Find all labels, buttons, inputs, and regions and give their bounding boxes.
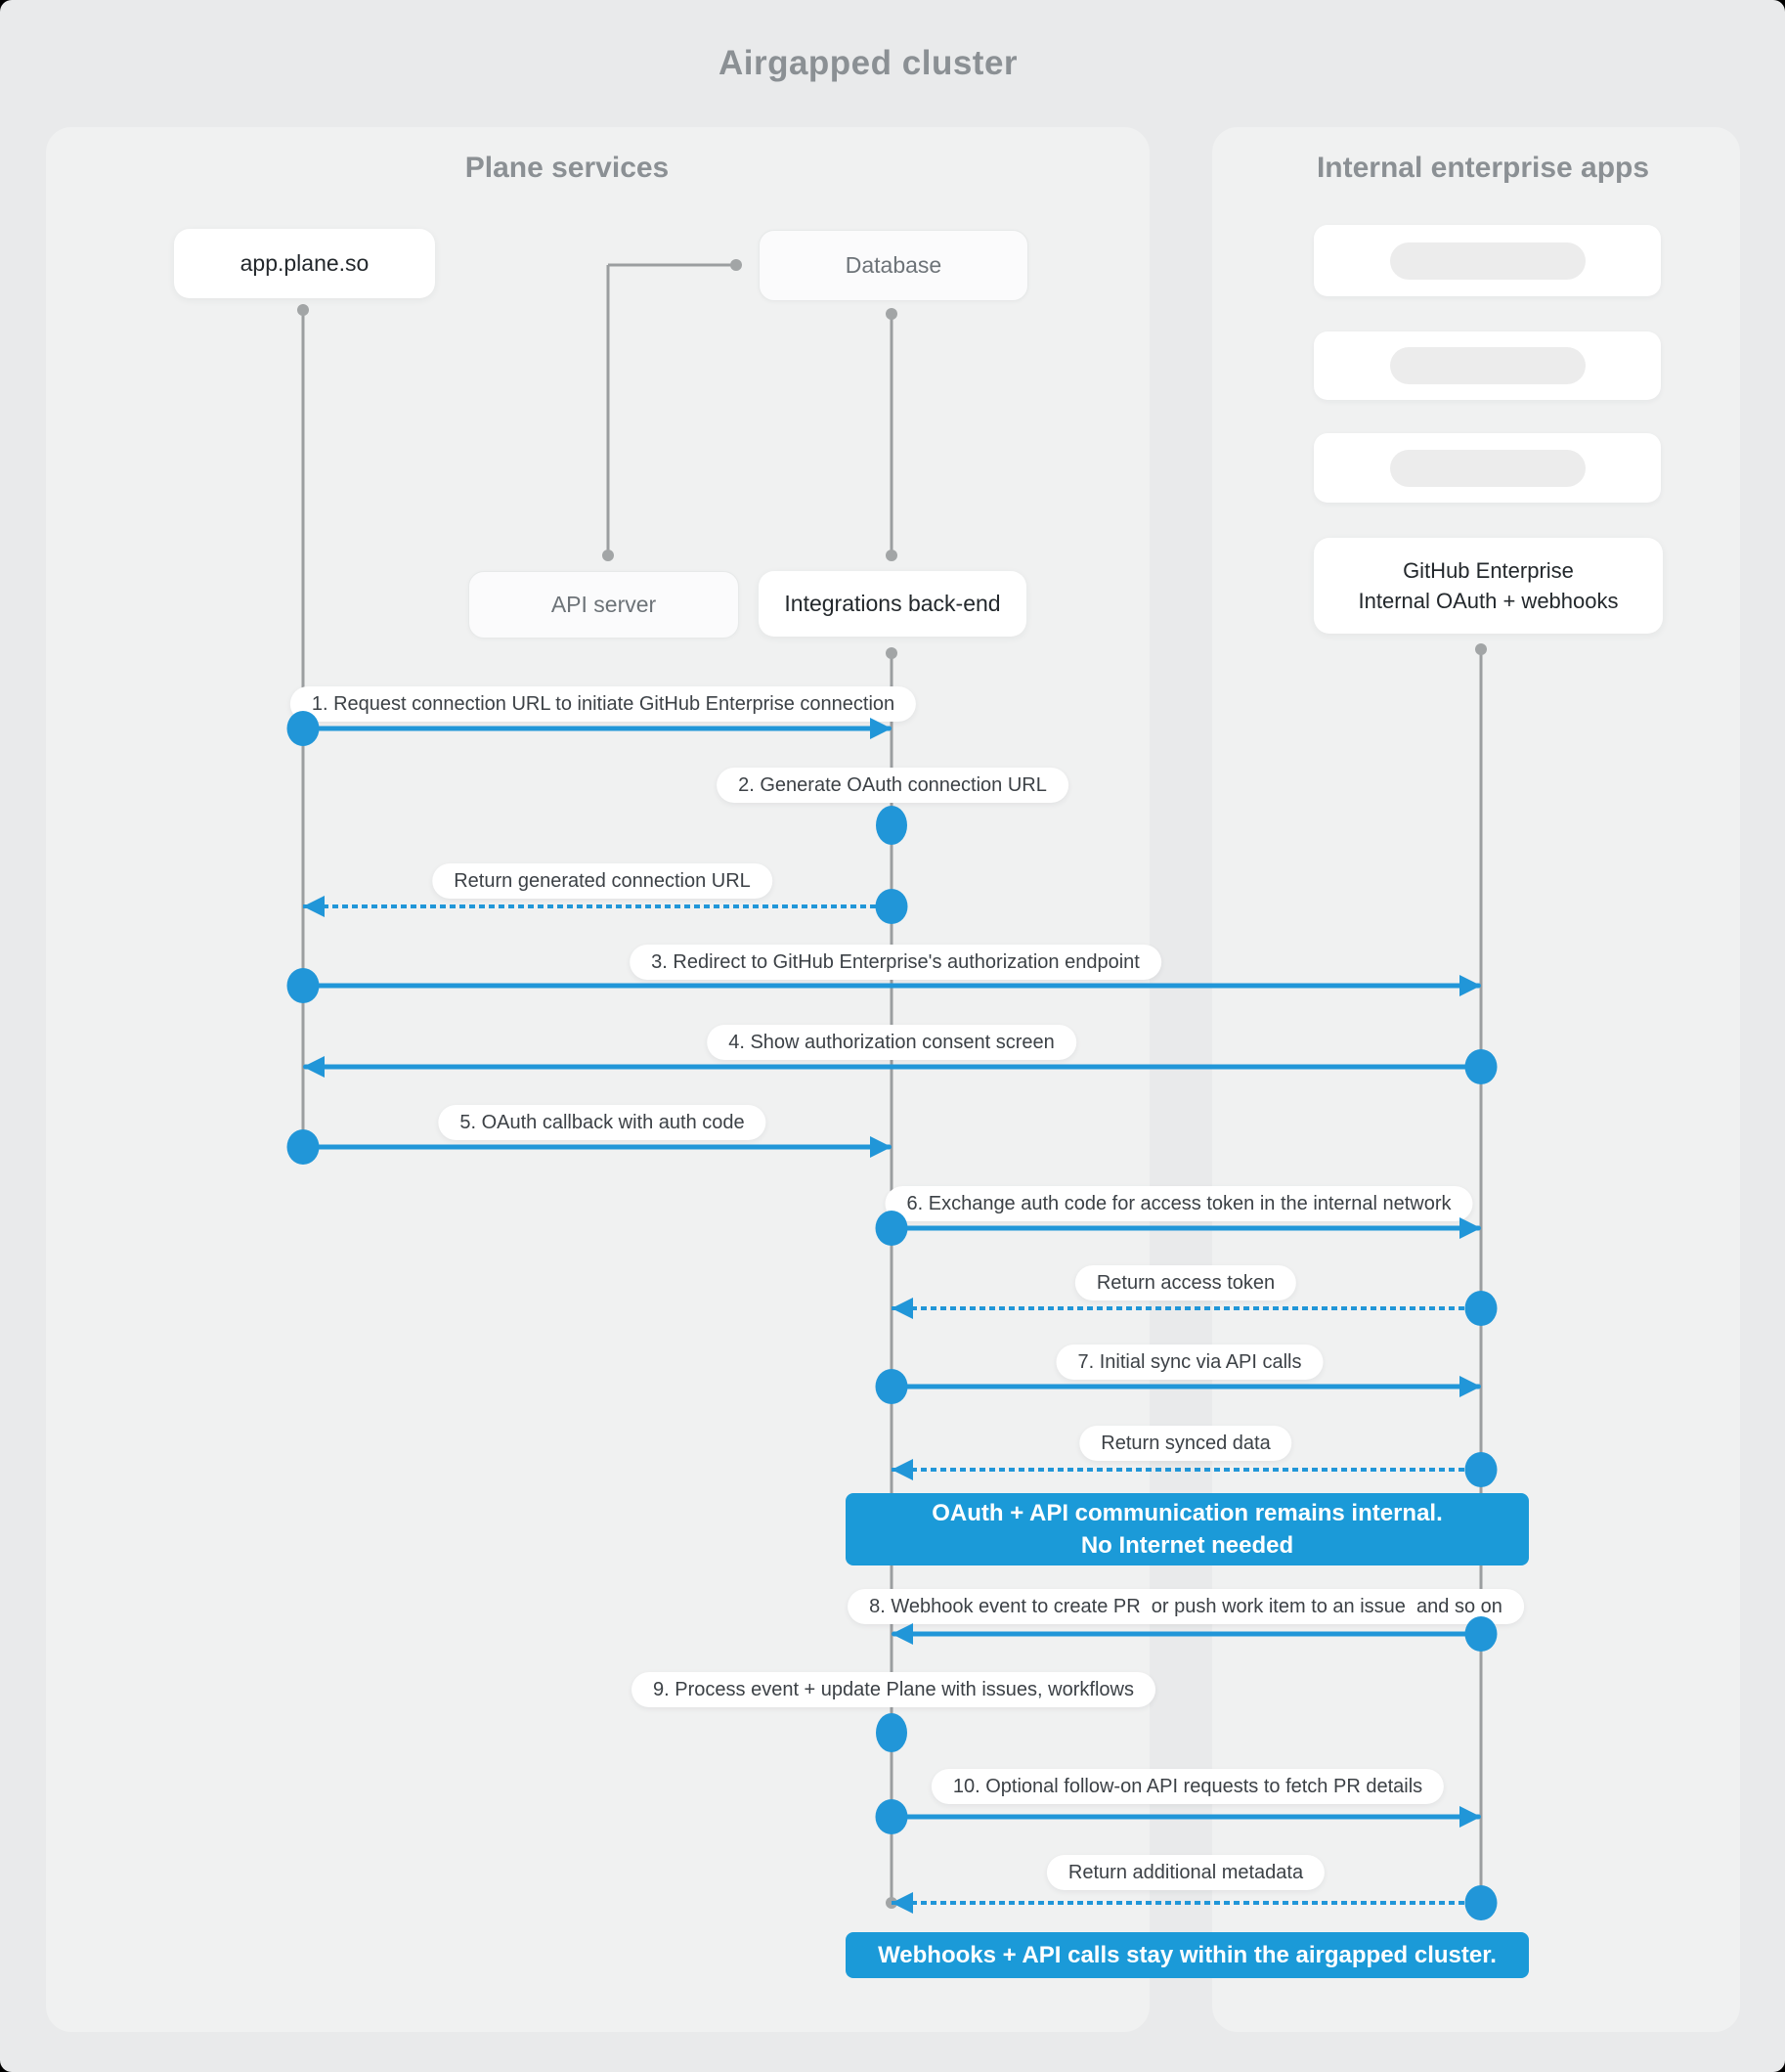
lifeline-integrations-backend <box>890 653 893 1903</box>
node-label: app.plane.so <box>239 250 370 276</box>
message-arrow <box>892 1631 1481 1637</box>
message-arrow <box>892 1306 1481 1310</box>
source-dot <box>875 1369 908 1404</box>
message-arrow <box>892 1901 1481 1905</box>
banner-line1: Webhooks + API calls stay within the air… <box>878 1942 1497 1968</box>
lifeline-end-dot <box>886 308 897 320</box>
internal-note-banner: OAuth + API communication remains intern… <box>846 1493 1529 1565</box>
node-api-server: API server <box>468 571 739 639</box>
message-arrow <box>303 726 892 731</box>
self-action-dot <box>876 1713 907 1752</box>
arrowhead-left-icon <box>892 1298 913 1319</box>
message-arrow <box>303 904 892 908</box>
arrowhead-left-icon <box>892 1623 913 1645</box>
arrowhead-left-icon <box>303 1056 325 1078</box>
lifeline-api-server <box>606 265 610 555</box>
page-title: Airgapped cluster <box>718 44 1019 82</box>
source-dot <box>286 1129 320 1165</box>
node-label: Database <box>845 252 942 278</box>
source-dot <box>286 711 320 746</box>
source-dot <box>1464 1616 1498 1652</box>
lifeline-end-dot <box>886 647 897 659</box>
lifeline-end-dot <box>1475 643 1487 655</box>
arrowhead-right-icon <box>870 1136 892 1158</box>
message-label: 9. Process event + update Plane with iss… <box>631 1672 1155 1707</box>
source-dot <box>875 1799 908 1834</box>
arrowhead-left-icon <box>892 1892 913 1914</box>
message-label: 8. Webhook event to create PR or push wo… <box>848 1589 1524 1624</box>
node-database: Database <box>759 230 1028 301</box>
node-label-line1: GitHub Enterprise <box>1403 558 1574 583</box>
plane-services-panel <box>46 127 1150 2032</box>
message-arrow <box>892 1384 1481 1389</box>
self-action-dot <box>876 806 907 845</box>
source-dot <box>1464 1049 1498 1084</box>
api-server-database-connector <box>608 263 736 267</box>
lifeline-end-dot <box>602 550 614 561</box>
message-label: 4. Show authorization consent screen <box>707 1025 1076 1060</box>
banner-line2: No Internet needed <box>1080 1532 1294 1559</box>
source-dot <box>1464 1885 1498 1920</box>
source-dot <box>875 1211 908 1246</box>
arrowhead-right-icon <box>1459 1806 1481 1828</box>
source-dot <box>875 889 908 924</box>
message-label: 3. Redirect to GitHub Enterprise's autho… <box>630 945 1161 980</box>
placeholder-app-card <box>1314 331 1661 400</box>
message-arrow <box>303 1144 892 1150</box>
arrowhead-left-icon <box>303 896 325 917</box>
message-label: 1. Request connection URL to initiate Gi… <box>289 686 917 722</box>
node-label: API server <box>550 592 657 617</box>
lifeline-github-enterprise <box>1479 649 1483 1903</box>
message-arrow <box>892 1225 1481 1231</box>
source-dot <box>1464 1452 1498 1487</box>
airgapped-note-banner: Webhooks + API calls stay within the air… <box>846 1932 1529 1978</box>
arrowhead-right-icon <box>1459 1376 1481 1397</box>
source-dot <box>1464 1291 1498 1326</box>
message-label: 2. Generate OAuth connection URL <box>717 768 1068 803</box>
internal-apps-header: Internal enterprise apps <box>1316 152 1650 184</box>
banner-line1: OAuth + API communication remains intern… <box>932 1500 1443 1526</box>
message-arrow <box>892 1814 1481 1820</box>
lifeline-end-dot <box>730 259 742 271</box>
message-label: Return generated connection URL <box>432 863 772 899</box>
message-label: 5. OAuth callback with auth code <box>438 1105 766 1140</box>
message-label: Return access token <box>1074 1265 1297 1301</box>
message-arrow <box>892 1468 1481 1472</box>
message-arrow <box>303 983 1481 989</box>
node-label-line2: Internal OAuth + webhooks <box>1358 589 1619 613</box>
arrowhead-right-icon <box>870 718 892 739</box>
node-integrations-backend: Integrations back-end <box>759 571 1026 637</box>
message-label: Return additional metadata <box>1046 1855 1326 1890</box>
lifeline-end-dot <box>886 550 897 561</box>
placeholder-app-card <box>1314 433 1661 503</box>
message-label: 7. Initial sync via API calls <box>1056 1345 1324 1380</box>
placeholder-app-card <box>1314 225 1661 296</box>
message-label: 10. Optional follow-on API requests to f… <box>931 1769 1445 1804</box>
lifeline-database <box>890 314 893 555</box>
arrowhead-left-icon <box>892 1459 913 1480</box>
plane-services-header: Plane services <box>464 152 670 184</box>
lifeline-end-dot <box>297 304 309 316</box>
placeholder-pill <box>1389 242 1586 280</box>
message-label: Return synced data <box>1079 1426 1292 1461</box>
arrowhead-right-icon <box>1459 975 1481 996</box>
node-label: Integrations back-end <box>784 591 1001 616</box>
arrowhead-right-icon <box>1459 1217 1481 1239</box>
source-dot <box>286 968 320 1003</box>
placeholder-pill <box>1389 347 1586 384</box>
message-label: 6. Exchange auth code for access token i… <box>885 1186 1473 1221</box>
message-arrow <box>303 1064 1481 1070</box>
node-github-enterprise: GitHub Enterprise Internal OAuth + webho… <box>1314 538 1663 634</box>
placeholder-pill <box>1389 449 1586 487</box>
node-app-plane-so: app.plane.so <box>174 229 435 298</box>
